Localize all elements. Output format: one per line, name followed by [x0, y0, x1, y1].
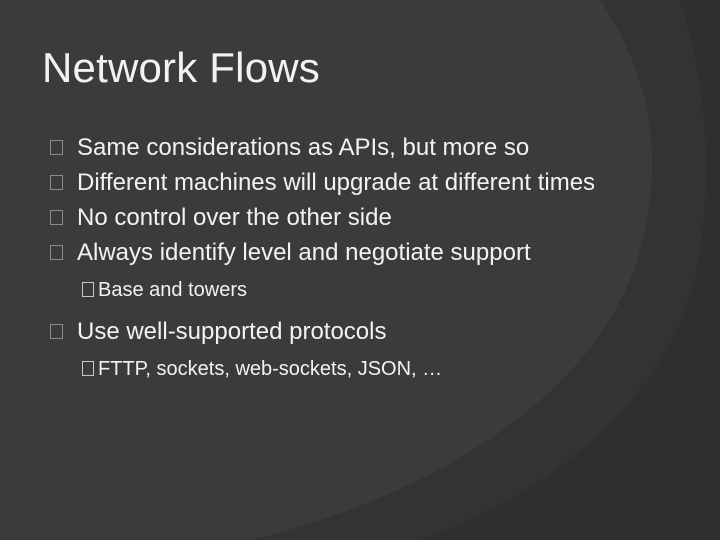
bullet-box-icon: [50, 324, 63, 339]
sub-bullet-item: Base and towers: [82, 276, 650, 304]
bullet-item: Always identify level and negotiate supp…: [50, 235, 650, 270]
bullet-item: Different machines will upgrade at diffe…: [50, 165, 650, 200]
bullet-item: Same considerations as APIs, but more so: [50, 130, 650, 165]
sub-bullet-item: FTTP, sockets, web-sockets, JSON, …: [82, 355, 650, 383]
sub-bullet-text: Base and towers: [98, 279, 247, 301]
sub-bullet-box-icon: [82, 361, 94, 376]
bullet-box-icon: [50, 210, 63, 225]
bullet-text: Same considerations as APIs, but more so: [77, 134, 530, 161]
sub-bullet-text: FTTP, sockets, web-sockets, JSON, …: [98, 358, 443, 380]
sub-bullet-box-icon: [82, 282, 94, 297]
bullet-text: Use well-supported protocols: [77, 318, 387, 345]
bullet-item: Use well-supported protocols: [50, 314, 650, 349]
bullet-text: Different machines will upgrade at diffe…: [77, 169, 596, 196]
bullet-box-icon: [50, 140, 63, 155]
bullet-box-icon: [50, 245, 63, 260]
bullet-text: No control over the other side: [77, 204, 392, 231]
bullet-text: Always identify level and negotiate supp…: [77, 239, 531, 266]
slide-title: Network Flows: [42, 44, 320, 91]
bullet-box-icon: [50, 175, 63, 190]
bullet-list: Same considerations as APIs, but more so…: [50, 130, 650, 393]
bullet-item: No control over the other side: [50, 200, 650, 235]
